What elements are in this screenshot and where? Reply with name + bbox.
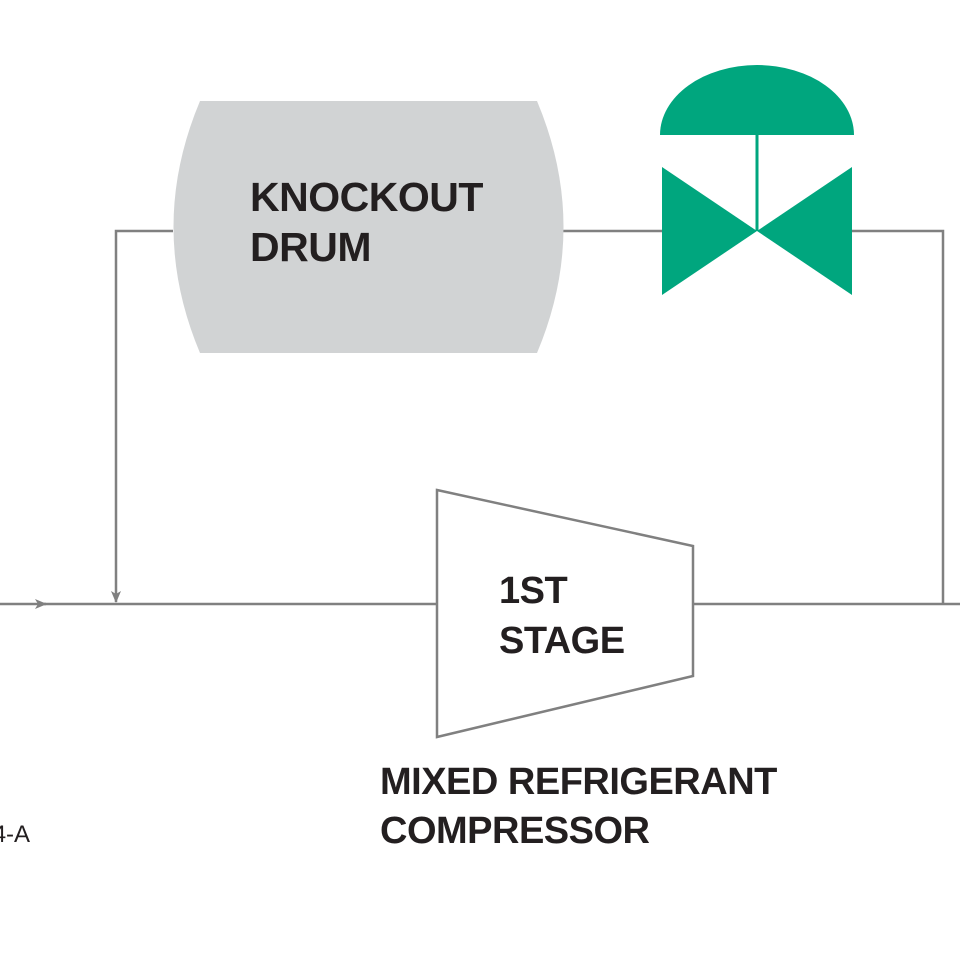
drum-return-line xyxy=(111,229,173,603)
knockout-drum-label: KNOCKOUT DRUM xyxy=(250,172,483,272)
knockout-drum-label-line1: KNOCKOUT xyxy=(250,174,483,220)
knockout-drum-label-line2: DRUM xyxy=(250,224,371,270)
compressor-name-label: MIXED REFRIGERANT COMPRESSOR xyxy=(380,758,777,856)
stage-label-line2: STAGE xyxy=(499,620,625,662)
compressor-name-line2: COMPRESSOR xyxy=(380,810,650,852)
control-valve-icon xyxy=(660,65,854,295)
compressor-stage-body xyxy=(435,488,695,739)
stage-label-line1: 1ST xyxy=(499,570,568,612)
compressor-name-line1: MIXED REFRIGERANT xyxy=(380,761,777,803)
recycle-line-right xyxy=(852,229,945,604)
compressor-stage-label: 1ST STAGE xyxy=(499,566,625,666)
knockout-drum-vessel xyxy=(173,101,564,353)
figure-code: 534-A xyxy=(0,821,31,848)
